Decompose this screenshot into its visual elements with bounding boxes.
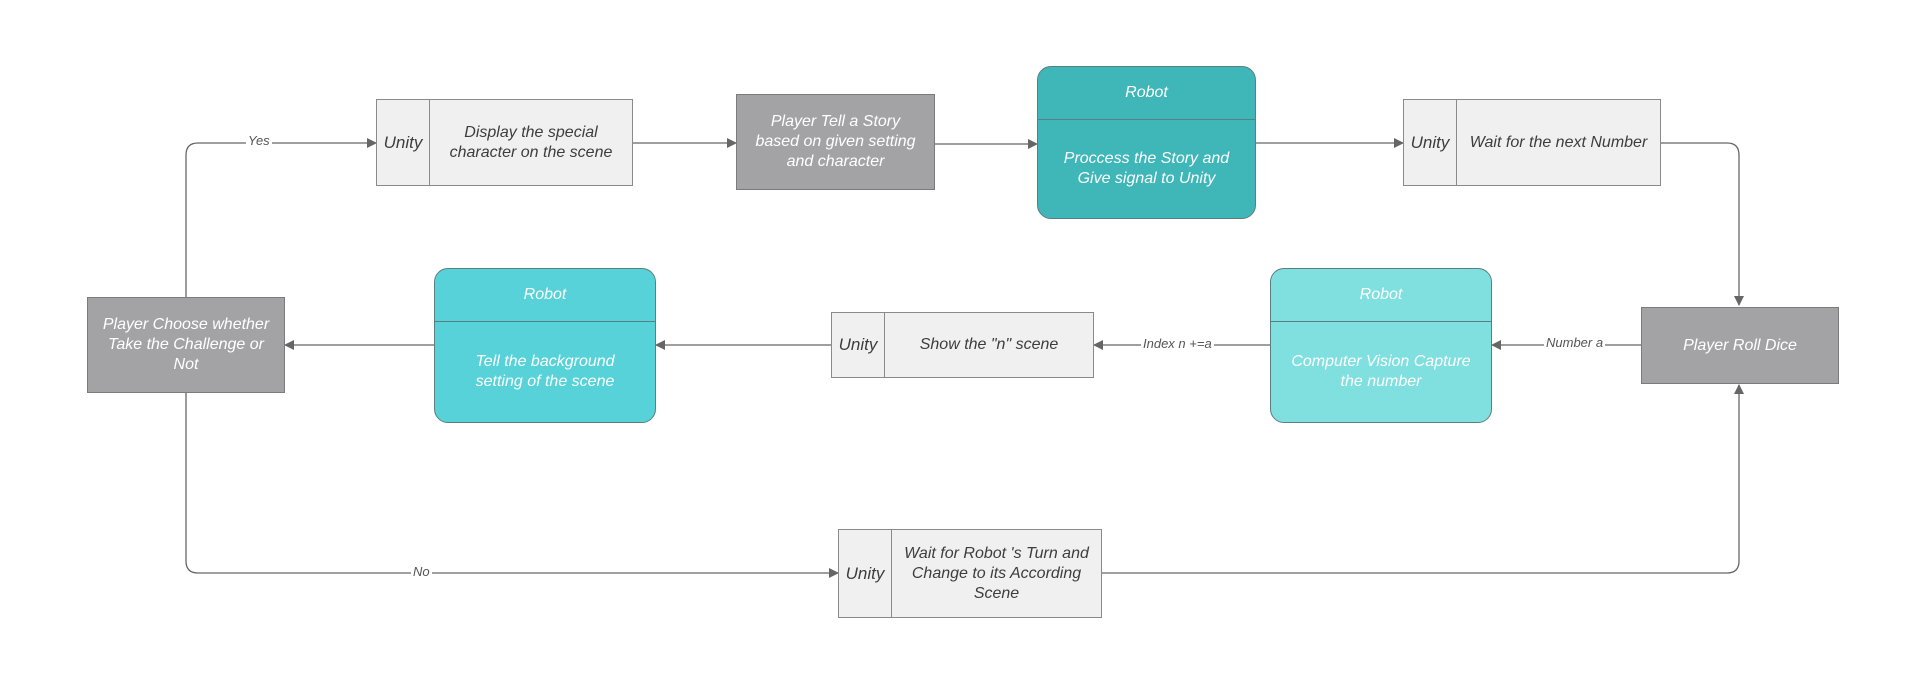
node-text: Proccess the Story and Give signal to Un… [1063, 150, 1230, 187]
robot-title: Robot [435, 269, 655, 322]
unity-tag: Unity [832, 313, 885, 377]
player-choose-node: Player Choose whether Take the Challenge… [87, 297, 285, 393]
node-text: Show the "n" scene [919, 336, 1059, 353]
unity-display-special-node: Unity Display the special character on t… [376, 99, 633, 186]
edge-label-index: Index n +=a [1141, 336, 1214, 351]
robot-title: Robot [1038, 67, 1255, 120]
node-text: Computer Vision Capture the number [1291, 353, 1471, 390]
unity-tag: Unity [1404, 100, 1457, 185]
robot-computer-vision-node: Robot Computer Vision Capture the number [1270, 268, 1492, 423]
node-text: Wait for the next Number [1469, 133, 1648, 151]
edge-label-number-a: Number a [1544, 335, 1606, 350]
unity-wait-robot-node: Unity Wait for Robot 's Turn and Change … [838, 529, 1102, 618]
node-text: Display the special character on the sce… [449, 123, 613, 161]
node-text: Tell the background setting of the scene [475, 353, 615, 390]
robot-tell-node: Robot Tell the background setting of the… [434, 268, 656, 423]
edge-yes [185, 138, 377, 297]
unity-show-scene-node: Unity Show the "n" scene [831, 312, 1094, 378]
edge-label-no: No [411, 564, 432, 579]
edge-label-yes: Yes [246, 133, 272, 148]
unity-tag: Unity [377, 100, 430, 185]
unity-wait-next-node: Unity Wait for the next Number [1403, 99, 1661, 186]
edge-waitrobot-to-roll [1102, 384, 1744, 574]
robot-title: Robot [1271, 269, 1491, 322]
unity-tag: Unity [839, 530, 892, 617]
player-roll-dice-node: Player Roll Dice [1641, 307, 1839, 384]
edge-no [185, 393, 839, 578]
robot-process-node: Robot Proccess the Story and Give signal… [1037, 66, 1256, 219]
node-text: Wait for Robot 's Turn and Change to its… [904, 544, 1089, 602]
edge-wait-to-roll [1661, 142, 1744, 306]
player-tell-story-node: Player Tell a Story based on given setti… [736, 94, 935, 190]
